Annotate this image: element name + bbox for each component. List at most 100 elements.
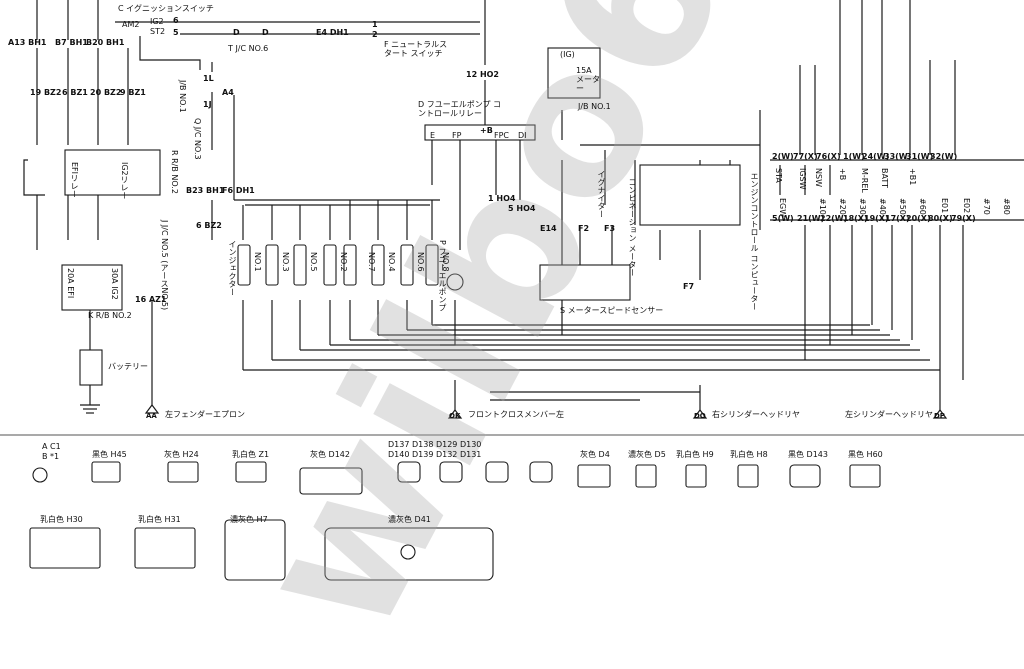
ground-dp-name: 左シリンダーヘッドリヤ (845, 410, 933, 419)
ecu-num-20x: 20(X) (906, 214, 931, 223)
legend-h31-color: 乳白色 (138, 515, 162, 524)
conn-f2: F2 (578, 224, 589, 233)
legend-h24: 灰色 H24 (164, 450, 199, 459)
ecu-num-21w: 21(W) (797, 214, 825, 223)
conn-e4: E4 DH1 (316, 28, 349, 37)
nsw-pin-1: 1 (372, 20, 378, 29)
rb-no2-fuses-name: R/B NO.2 (95, 311, 132, 320)
legend-z1-color: 乳白色 (232, 450, 256, 459)
fp-relay-name: フユーエルポンプ コントロールリレー (418, 100, 502, 118)
legend-d41: 濃灰色 D41 (388, 515, 431, 524)
legend-d142-id: D142 (328, 450, 350, 459)
conn-e14: E14 (540, 224, 557, 233)
conn-e4-code: DH1 (329, 28, 349, 37)
conn-h04b: 5 HO4 (508, 204, 535, 213)
combination-meter-label: コンビネーション メーター (628, 178, 637, 277)
legend-d142-color: 灰色 (310, 450, 326, 459)
legend-c1-code: A (42, 442, 48, 451)
fp-relay-code: D (418, 100, 425, 109)
conn-16-num: 16 (135, 295, 147, 304)
legend-h45-color: 黒色 (92, 450, 108, 459)
conn-b7: B7 BH1 (55, 38, 88, 47)
am2-label: AM2 (122, 20, 140, 29)
conn-bz2c-code: BZ2 (204, 221, 222, 230)
rb-no2-code: R (170, 150, 179, 156)
injector-7: NO.7 (367, 252, 376, 272)
engine-ecu-label: エンジンコントロール コンピューター (750, 172, 759, 311)
ecu-pin-sta: STA (774, 168, 783, 183)
ig2-relay-label: IG2リレー (120, 162, 129, 200)
legend-row2: D140 D139 D132 D131 (388, 450, 481, 459)
jb-pin-1l: 1L (203, 74, 214, 83)
conn-h04a-code: HO4 (496, 194, 516, 203)
legend-d5-color: 濃灰色 (628, 450, 652, 459)
conn-b7-code: BH1 (69, 38, 88, 47)
legend-d41-color: 濃灰色 (388, 515, 412, 524)
legend-d137: D137 (388, 440, 410, 449)
ig2-fuse-label: 30A IG2 (110, 268, 119, 300)
legend-h45: 黒色 H45 (92, 450, 127, 459)
efi-fuse-label: 20A EFI (66, 268, 75, 299)
legend-h60: 黒色 H60 (848, 450, 883, 459)
conn-f2-num: F2 (578, 224, 590, 233)
conn-h04a: 1 HO4 (488, 194, 515, 203)
legend-d41-id: D41 (414, 515, 431, 524)
neutral-start-code: F (384, 40, 389, 49)
rb-no2-fuses-code: K (88, 311, 94, 320)
conn-b23-num: B23 (186, 186, 204, 195)
injector-5: NO.5 (309, 252, 318, 272)
neutral-start-label: F ニュートラルスタート スイッチ (384, 40, 454, 58)
jc-no3-code: Q (193, 118, 202, 125)
ecu-num-22w: 22(W) (820, 214, 848, 223)
conn-20: 20 BZ2 (90, 88, 121, 97)
ignition-switch-name: イグニッションスイッチ (126, 4, 214, 13)
ecu-num-80x: 80(X) (928, 214, 953, 223)
jc-no6-label: T J/C NO.6 (228, 44, 268, 53)
ecu-num-17x: 17(X) (885, 214, 910, 223)
legend-z1: 乳白色 Z1 (232, 450, 269, 459)
jc-no6-d1: D (233, 28, 240, 37)
fp-relay-pin-fpc: FPC (494, 131, 510, 140)
ecu-pin-e02: E02 (962, 198, 971, 214)
ground-ok-name: フロントクロスメンバー左 (468, 410, 564, 419)
fuel-pump-name: フユーエルポンプ (438, 247, 447, 312)
ecu-pin-batt: BATT (880, 168, 889, 188)
ecu-num-18x: 18(X) (843, 214, 868, 223)
injector-6: NO.6 (416, 252, 425, 272)
ignition-switch-label: C イグニッションスイッチ (118, 4, 214, 13)
jc-no5-name: J/C NO.5 (160, 224, 169, 258)
legend-d142: 灰色 D142 (310, 450, 350, 459)
conn-19-num: 19 (30, 88, 42, 97)
ecu-pin-e01: E01 (940, 198, 949, 214)
conn-a13-num: A13 (8, 38, 26, 47)
neutral-start-name: ニュートラルスタート スイッチ (384, 40, 448, 58)
conn-16-code: AZ1 (148, 295, 167, 304)
legend-d5: 濃灰色 D5 (628, 450, 666, 459)
legend-h9: 乳白色 H9 (676, 450, 714, 459)
ecu-pin-50: #50 (898, 198, 907, 215)
legend-d4: 灰色 D4 (580, 450, 610, 459)
conn-f6-num: F6 (222, 186, 234, 195)
ecu-num-2w: 2(W) (772, 152, 794, 161)
jc-no5-code: J (160, 220, 169, 223)
conn-h04b-code: HO4 (516, 204, 536, 213)
conn-6-num: 6 (62, 88, 68, 97)
legend-d5-id: D5 (654, 450, 666, 459)
injector-4: NO.4 (387, 252, 396, 272)
ecu-num-5w: 5(W) (772, 214, 794, 223)
conn-f3: F3 (604, 224, 615, 233)
ecu-pin-igsw: IGSW (798, 168, 807, 190)
ecu-num-33w: 33(W) (884, 152, 912, 161)
legend-h8: 乳白色 H8 (730, 450, 768, 459)
legend-c1-id: C1 (50, 442, 61, 451)
fp-relay-pin-fp: FP (452, 131, 462, 140)
legend-h9-id: H9 (702, 450, 714, 459)
conn-16: 16 AZ1 (135, 295, 167, 304)
fp-relay-pin-di: DI (518, 131, 527, 140)
legend-star1-id: *1 (50, 452, 60, 461)
fuel-pump-relay-label: D フユーエルポンプ コントロールリレー (418, 100, 508, 118)
conn-19: 19 BZ2 (30, 88, 61, 97)
efi-relay-label: EFIリレー (70, 162, 79, 199)
conn-b7-num: B7 (55, 38, 67, 47)
legend-d129: D129 (435, 440, 458, 449)
